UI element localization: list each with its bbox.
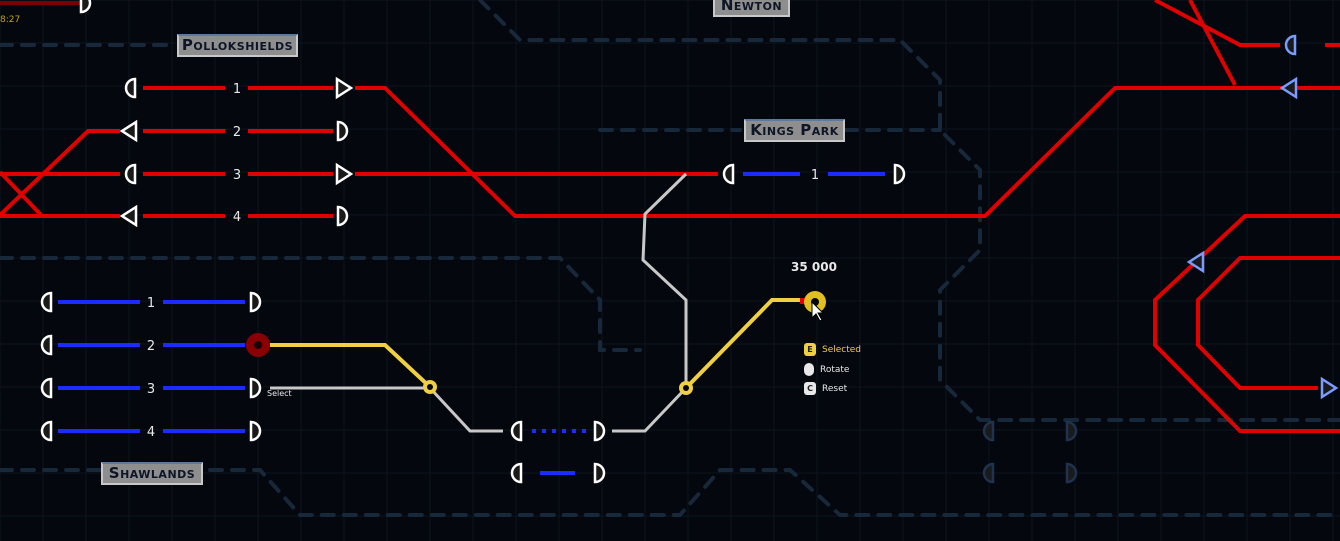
key-e-icon: E <box>804 343 816 356</box>
key-c-icon: C <box>804 382 816 395</box>
signal-icon[interactable] <box>79 0 92 14</box>
signal-icon[interactable] <box>119 119 138 143</box>
signal-icon[interactable] <box>1186 250 1205 274</box>
signal-icon[interactable] <box>893 163 906 185</box>
signal-icon[interactable] <box>593 420 606 442</box>
signal-icon[interactable] <box>1065 462 1078 484</box>
signal-icon[interactable] <box>336 205 349 227</box>
signal-icon[interactable] <box>40 377 53 399</box>
signal-icon[interactable] <box>335 76 354 100</box>
signal-icon[interactable] <box>982 420 995 442</box>
cursor-icon <box>811 300 825 322</box>
signal-icon[interactable] <box>593 462 606 484</box>
signal-icon[interactable] <box>40 334 53 356</box>
signal-icon[interactable] <box>249 377 262 399</box>
signal-icon[interactable] <box>982 462 995 484</box>
signal-icon[interactable] <box>119 204 138 228</box>
station-label-newton[interactable]: Newton <box>713 0 790 17</box>
svg-text:3: 3 <box>233 168 241 183</box>
hint-label: Reset <box>822 383 848 394</box>
hint-selected: E Selected <box>804 343 861 356</box>
signal-icon[interactable] <box>249 291 262 313</box>
signal-icon[interactable] <box>1065 420 1078 442</box>
svg-text:1: 1 <box>147 296 155 311</box>
hint-rotate: Rotate <box>804 363 849 376</box>
unassigned-tracks <box>270 172 688 433</box>
hint-label: Rotate <box>820 364 850 375</box>
signal-icon[interactable] <box>40 420 53 442</box>
station-label-pollokshields[interactable]: Pollokshields <box>177 34 298 57</box>
svg-text:1: 1 <box>233 82 241 97</box>
cost-label: 35 000 <box>791 260 837 274</box>
svg-text:2: 2 <box>147 339 155 354</box>
select-hint: Select <box>267 389 292 398</box>
signal-icon[interactable] <box>510 420 523 442</box>
clock: 8:27 <box>0 15 20 25</box>
signal-icon[interactable] <box>722 163 735 185</box>
planned-routes <box>0 0 1340 517</box>
hint-reset: C Reset <box>804 382 847 395</box>
mouse-icon <box>804 363 814 376</box>
signal-icon[interactable] <box>1284 34 1297 56</box>
signal-icon[interactable] <box>124 77 137 99</box>
signal-icon[interactable] <box>335 162 354 186</box>
blue-tracks <box>58 172 885 475</box>
hint-label: Selected <box>822 344 862 355</box>
signal-icon[interactable] <box>40 291 53 313</box>
junction-nodes[interactable] <box>246 291 826 395</box>
svg-text:4: 4 <box>147 425 155 440</box>
signal-icon[interactable] <box>1320 376 1339 400</box>
svg-text:4: 4 <box>233 210 241 225</box>
svg-text:1: 1 <box>811 168 819 183</box>
signal-icon[interactable] <box>124 163 137 185</box>
signal-icon[interactable] <box>336 120 349 142</box>
signal-icon[interactable] <box>249 420 262 442</box>
svg-text:2: 2 <box>233 125 241 140</box>
signal-icon[interactable] <box>510 462 523 484</box>
svg-text:3: 3 <box>147 382 155 397</box>
platform-numbers: 1 2 3 4 1 1 2 3 4 <box>147 82 819 440</box>
station-label-kings-park[interactable]: Kings Park <box>744 119 845 142</box>
station-label-shawlands[interactable]: Shawlands <box>101 462 203 485</box>
signal-icon[interactable] <box>1279 76 1298 100</box>
red-tracks <box>0 0 1340 433</box>
